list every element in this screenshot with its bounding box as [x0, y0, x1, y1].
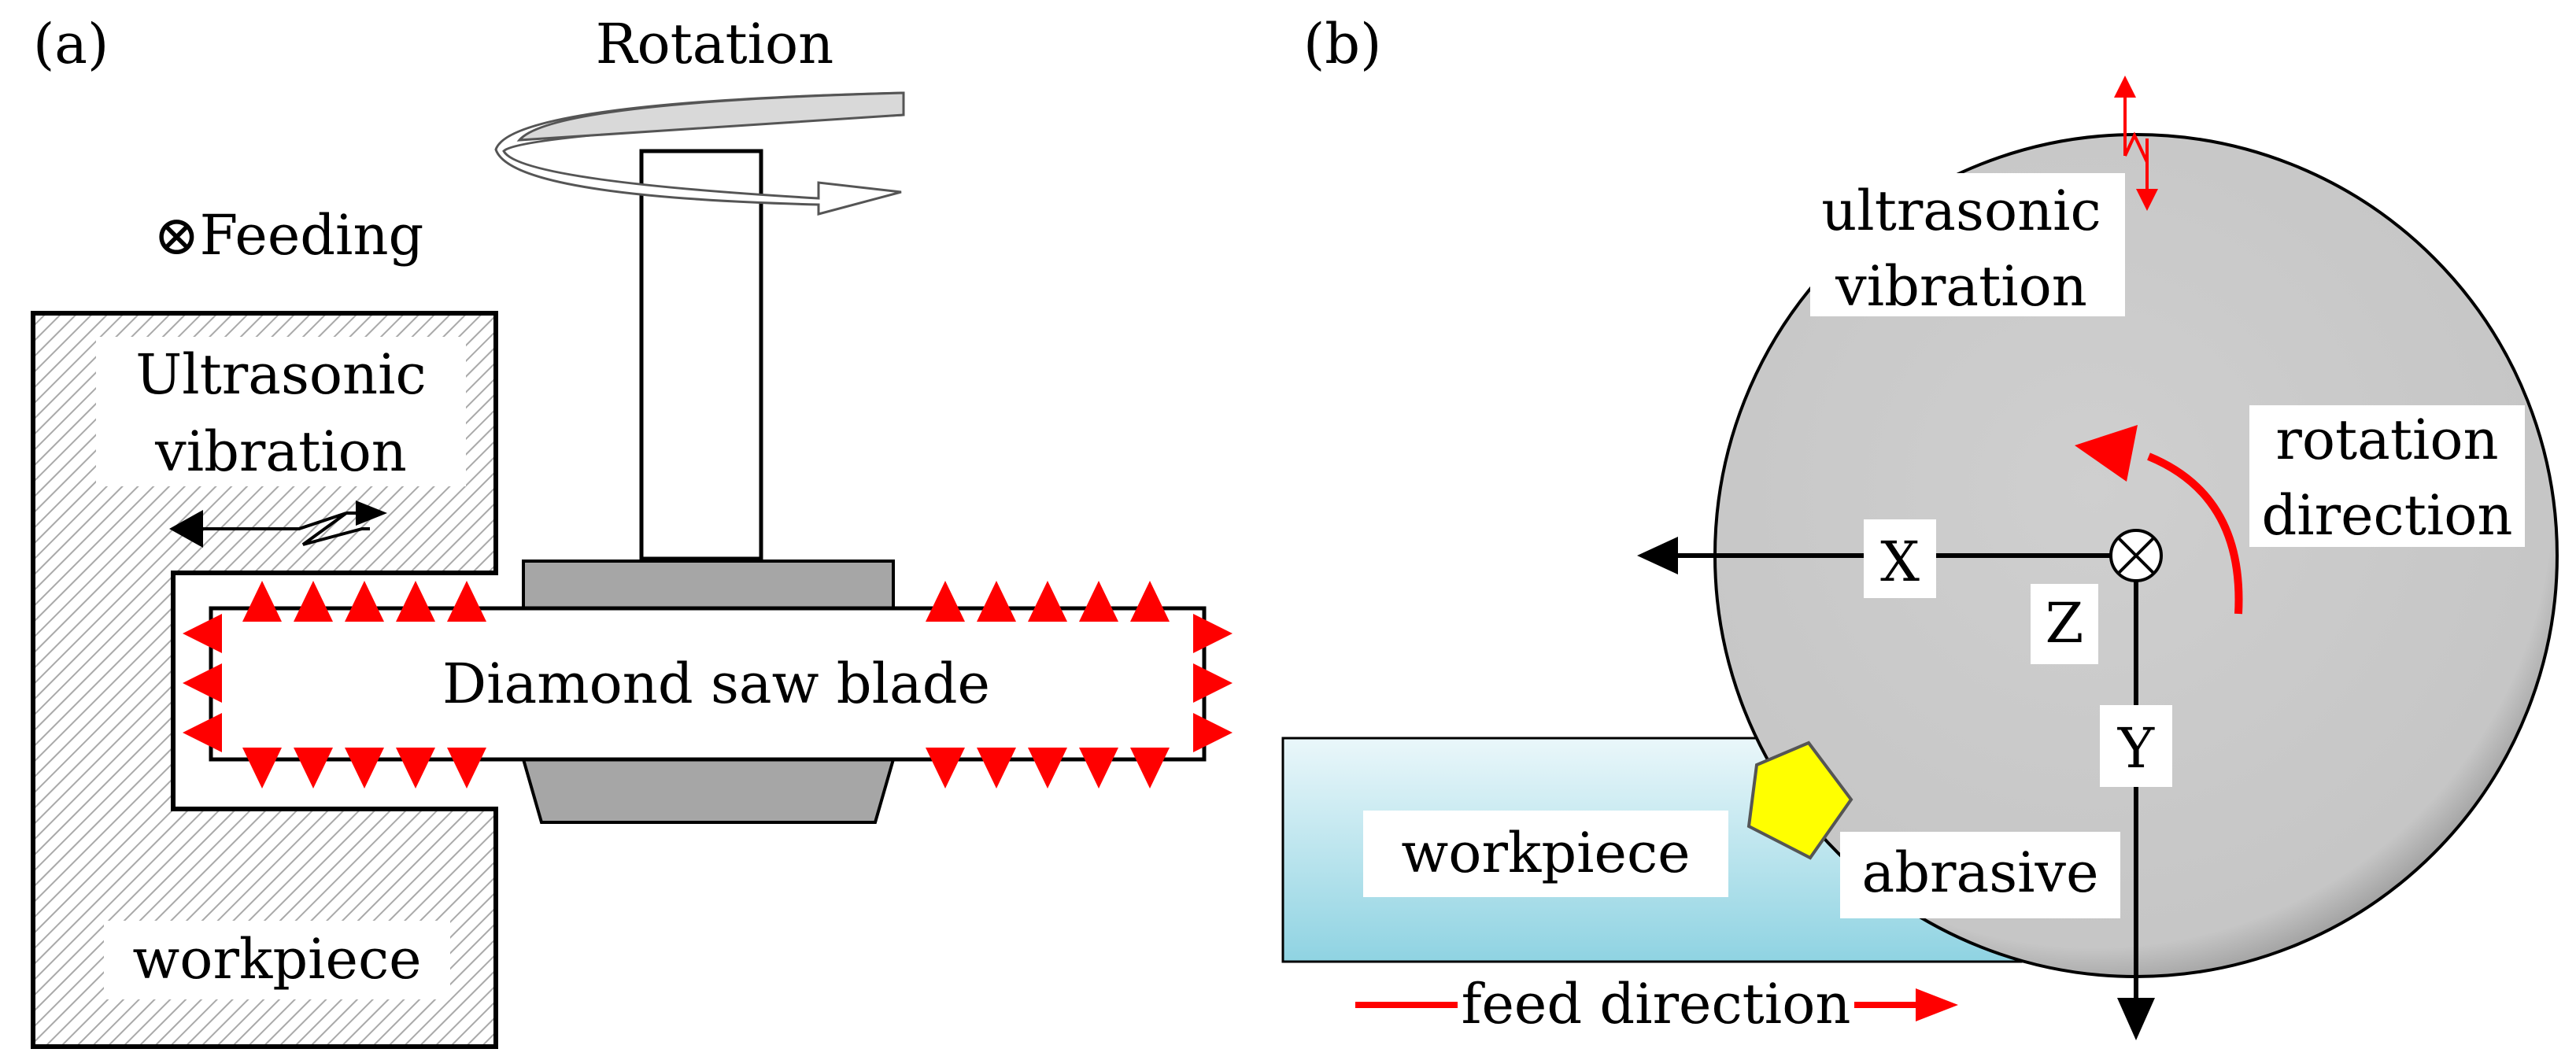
z-axis-symbol [2109, 529, 2163, 582]
blade-label: Diamond saw blade [442, 652, 990, 716]
ultrasonic-label-group: Ultrasonic vibration [96, 337, 466, 486]
y-axis [2117, 581, 2155, 1040]
rotation-arrow [494, 91, 905, 216]
feeding-label: ⊗Feeding [153, 203, 423, 268]
workpiece-label-b: workpiece [1401, 821, 1690, 885]
abrasive-label: abrasive [1861, 840, 2098, 905]
ultrasonic-label-b-line2: vibration [1835, 254, 2087, 319]
rotation-direction-arrow [2075, 425, 2243, 615]
z-axis-label-group: Z [2031, 584, 2098, 664]
rotation-label: Rotation [596, 12, 833, 76]
workpiece-block [31, 311, 498, 1049]
y-axis-label: Y [2117, 716, 2155, 781]
ultrasonic-label-line2: vibration [154, 419, 407, 484]
ultrasonic-vibration-marker [2114, 76, 2158, 211]
workpiece-label-group: workpiece [104, 921, 450, 999]
saw-blade [209, 606, 1207, 762]
ultrasonic-label-line1: Ultrasonic [135, 342, 426, 407]
x-axis-label: X [1880, 530, 1920, 594]
abrasive-label-group: abrasive [1840, 832, 2120, 918]
vibration-arrow [169, 500, 387, 548]
abrasive-grain [1746, 741, 1853, 860]
z-axis-label: Z [2046, 591, 2084, 656]
rotation-label-group: rotation direction [2249, 405, 2525, 548]
workpiece-label-a: workpiece [132, 927, 421, 992]
rotation-label-line1: rotation [2275, 408, 2498, 472]
panel-a-label: (a) [33, 12, 109, 76]
ultrasonic-label-b-line1: ultrasonic [1821, 179, 2101, 243]
feed-direction-label: feed direction [1462, 972, 1851, 1036]
panel-a: (a) Ultrasonic vibration workpiece Rota [31, 12, 1233, 1049]
diamond-grits [183, 581, 1233, 789]
rotation-label-line2: direction [2261, 483, 2512, 548]
workpiece-label-b-group: workpiece [1363, 811, 1728, 897]
ultrasonic-label-b-group: ultrasonic vibration [1810, 173, 2125, 319]
feed-direction-arrow [1355, 988, 1958, 1021]
panel-b-label: (b) [1303, 12, 1381, 76]
y-axis-label-group: Y [2100, 705, 2172, 787]
flange-bottom [521, 758, 896, 824]
x-axis-label-group: X [1864, 519, 1936, 598]
spindle [639, 149, 763, 561]
panel-b: (b) ultrasonic vibration rotation direct… [1281, 12, 2559, 1040]
flange-top [522, 560, 895, 610]
